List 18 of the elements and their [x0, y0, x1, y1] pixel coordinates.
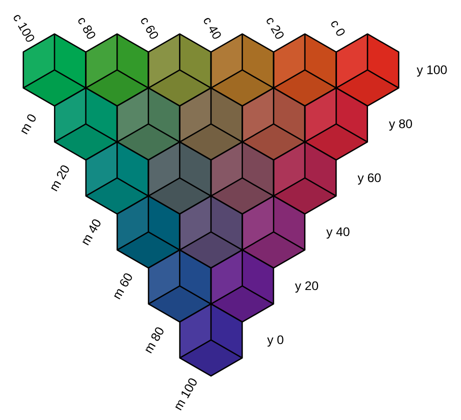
axis-label: c 40: [204, 18, 221, 39]
axis-label: m 40: [82, 219, 100, 246]
axis-label: c 20: [266, 18, 284, 39]
axis-label: c 0: [331, 21, 345, 36]
axis-label: c 100: [14, 15, 34, 42]
axis-label: m 60: [114, 273, 132, 300]
axis-label: m 20: [50, 165, 69, 192]
axis-label: m 100: [175, 378, 197, 410]
axis-label: m 0: [21, 114, 36, 134]
axis-label: y 100: [416, 65, 447, 77]
axis-label: y 0: [267, 335, 284, 347]
axis-label: y 40: [326, 227, 350, 239]
axis-label: y 60: [358, 173, 381, 185]
axis-label: c 80: [78, 18, 96, 39]
axis-label: m 80: [145, 327, 164, 354]
axis-label: y 20: [295, 281, 318, 293]
axis-label: y 80: [388, 119, 412, 131]
axis-label: c 60: [141, 18, 158, 39]
